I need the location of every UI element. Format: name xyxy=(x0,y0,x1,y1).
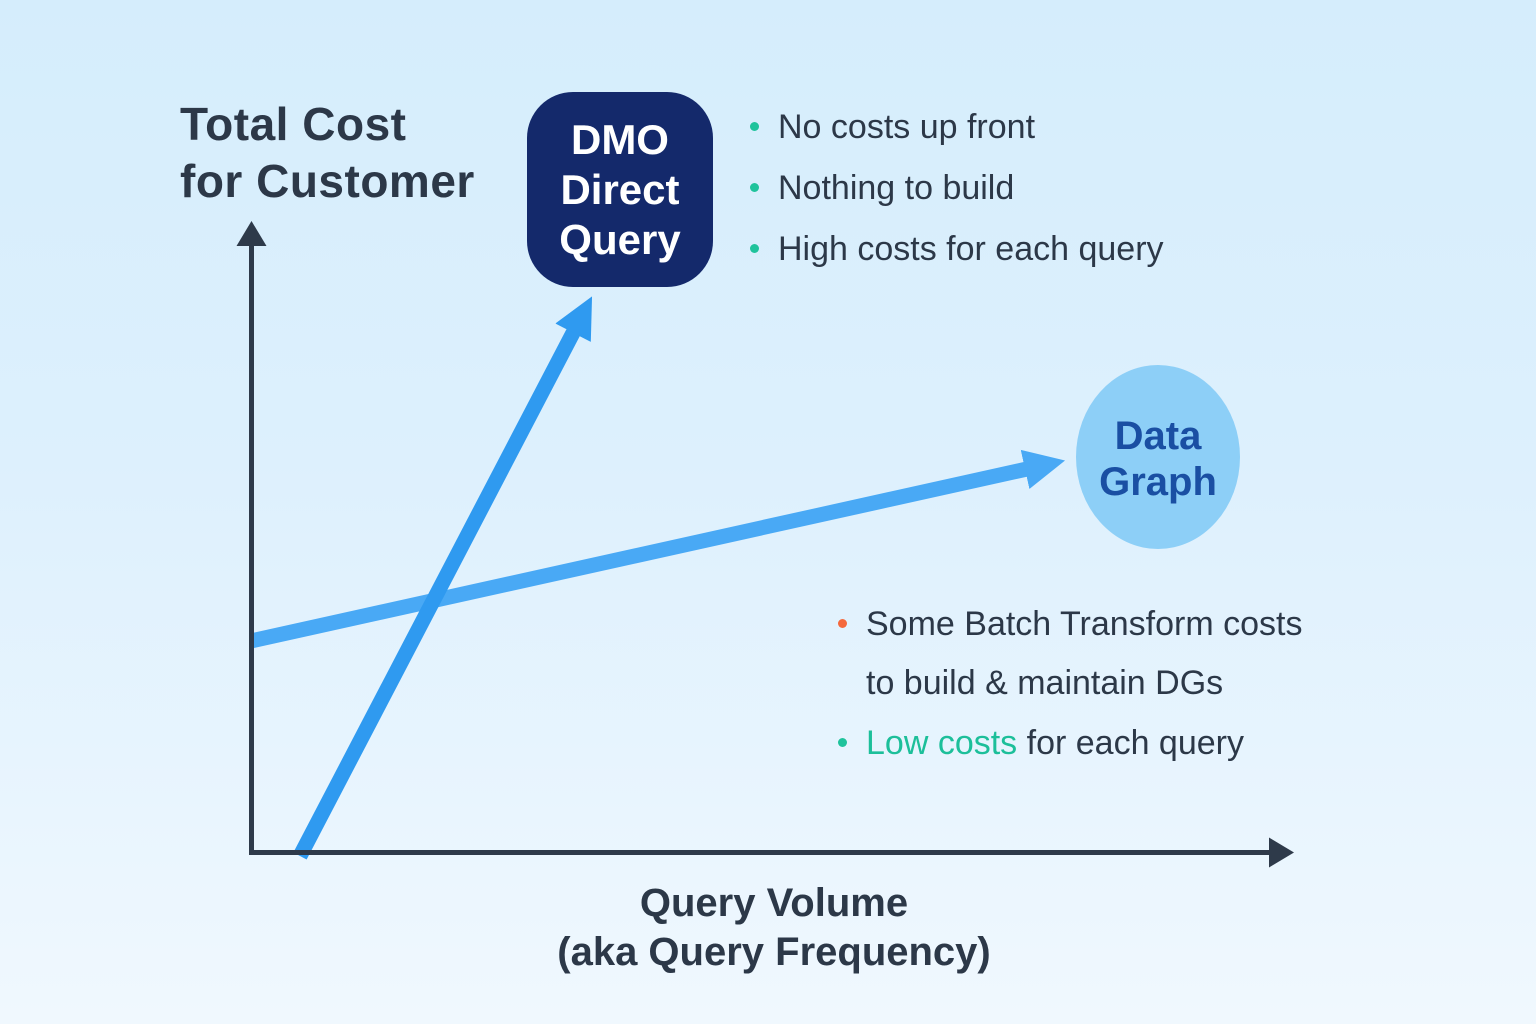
note-text: Low costs for each query xyxy=(866,714,1244,773)
list-item: Some Batch Transform costs to build & ma… xyxy=(838,595,1303,713)
data-graph-notes-list: Some Batch Transform costs to build & ma… xyxy=(838,595,1303,773)
note-text-rest: for each query xyxy=(1017,724,1244,762)
x-axis-title: Query Volume (aka Query Frequency) xyxy=(557,881,991,974)
data-graph-node xyxy=(1076,365,1240,549)
bullet-icon xyxy=(750,183,759,192)
low-costs-highlight: Low costs xyxy=(866,724,1018,762)
list-item: Low costs for each query xyxy=(838,714,1303,773)
dmo-direct-query-cost-line xyxy=(293,296,593,860)
dmo-notes-list: No costs up front Nothing to build High … xyxy=(750,104,1164,272)
bullet-icon xyxy=(750,244,759,253)
list-item: Nothing to build xyxy=(750,165,1164,211)
bullet-icon xyxy=(750,122,759,131)
note-text: High costs for each query xyxy=(778,230,1164,268)
note-text: Some Batch Transform costs to build & ma… xyxy=(866,605,1303,702)
note-text: No costs up front xyxy=(778,108,1036,146)
bullet-icon xyxy=(838,619,847,628)
list-item: High costs for each query xyxy=(750,226,1164,272)
list-item: No costs up front xyxy=(750,104,1164,150)
note-text: Nothing to build xyxy=(778,169,1015,207)
bullet-icon xyxy=(838,738,847,747)
y-axis-title: Total Cost for Customer xyxy=(180,98,475,207)
data-graph-label: Data Graph xyxy=(1099,414,1217,504)
data-graph-cost-line xyxy=(249,449,1066,649)
dmo-direct-query-label: DMO Direct Query xyxy=(559,115,681,263)
dmo-direct-query-node: DMO Direct Query xyxy=(527,92,713,287)
